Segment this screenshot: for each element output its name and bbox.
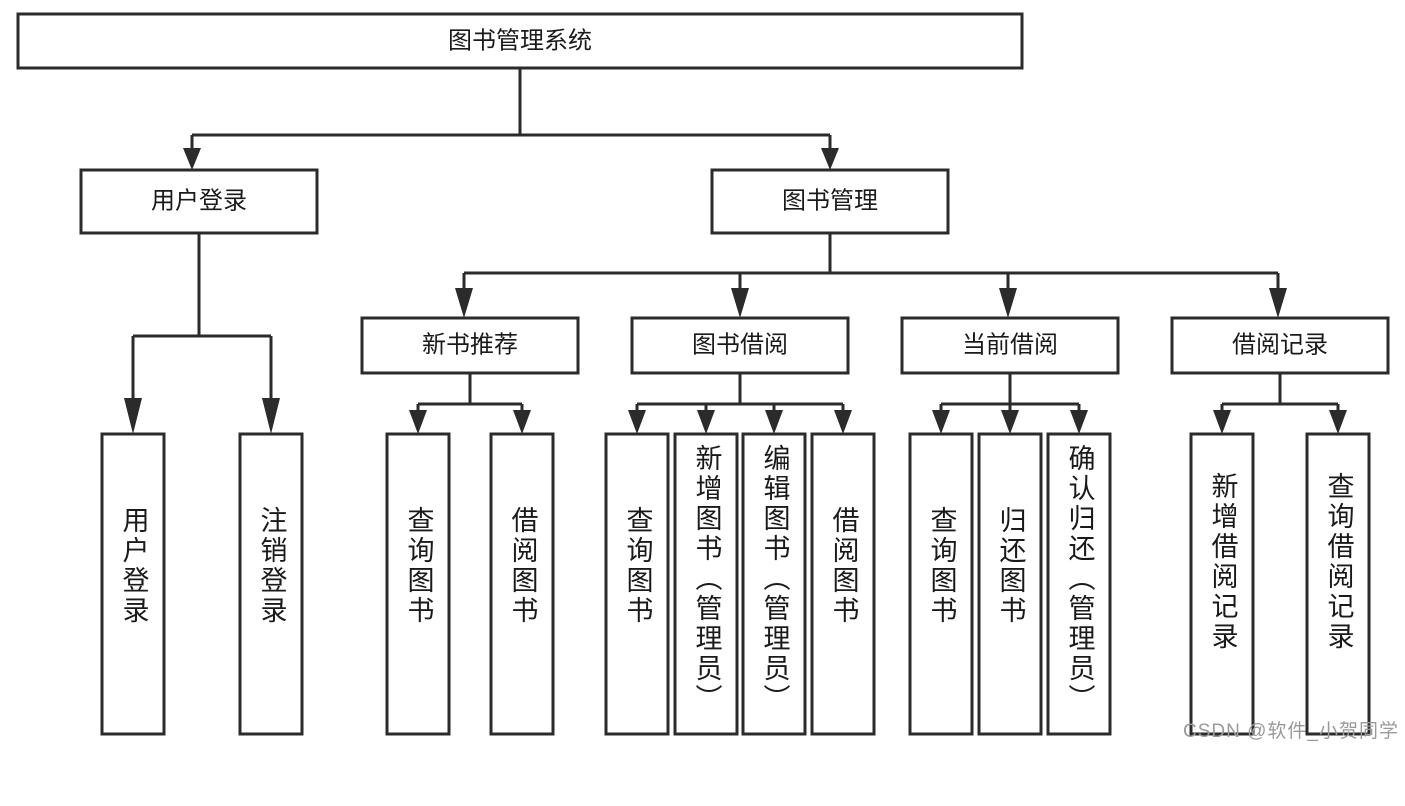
node-root-label: 图书管理系统	[448, 27, 592, 54]
leaf-box-user-login-2[interactable]	[238, 432, 304, 736]
node-current-borrow-label: 当前借阅	[962, 331, 1058, 358]
watermark-text: CSDN @软件_小贺同学	[1183, 721, 1399, 742]
arrowhead-leaf-bookborrow-4	[834, 410, 852, 434]
leaf-box-bookborrow-3[interactable]	[741, 432, 807, 736]
node-new-book-recommend[interactable]: 新书推荐	[360, 316, 580, 375]
node-root[interactable]: 图书管理系统	[16, 12, 1024, 70]
node-new-book-recommend-label: 新书推荐	[422, 331, 518, 358]
node-user-login-label: 用户登录	[151, 187, 247, 214]
leaf-box-borrowrecord-2[interactable]	[1305, 432, 1371, 736]
hierarchy-diagram: 图书管理系统 用户登录 图书管理 新书推荐 图书借阅 当前借阅 借阅记录	[16, 12, 1390, 736]
arrowhead-leaf-user-login-2	[262, 398, 280, 434]
leaf-box-newbook-1[interactable]	[385, 432, 451, 736]
node-book-management-label: 图书管理	[782, 187, 878, 214]
arrowhead-leaf-currentborrow-2	[1001, 410, 1019, 434]
node-borrow-record-box[interactable]	[1170, 316, 1390, 375]
arrowhead-leaf-currentborrow-1	[932, 410, 950, 434]
leaf-box-borrowrecord-1[interactable]	[1189, 432, 1255, 736]
leaf-box-bookborrow-1[interactable]	[604, 432, 670, 736]
node-user-login[interactable]: 用户登录	[79, 168, 319, 235]
connector-layer	[124, 68, 1347, 434]
node-book-management-box[interactable]	[710, 168, 950, 235]
arrowhead-book-borrow	[731, 288, 749, 318]
leaf-box-currentborrow-3[interactable]	[1046, 432, 1112, 736]
node-current-borrow-box[interactable]	[900, 316, 1120, 375]
arrowhead-user-login	[183, 148, 201, 170]
arrowhead-leaf-bookborrow-2	[697, 410, 715, 434]
leaf-box-bookborrow-4[interactable]	[810, 432, 876, 736]
node-book-management[interactable]: 图书管理	[710, 168, 950, 235]
leaf-box-currentborrow-1[interactable]	[908, 432, 974, 736]
leaf-box-bookborrow-2[interactable]	[673, 432, 739, 736]
node-book-borrow-label: 图书借阅	[692, 331, 788, 358]
arrowhead-leaf-bookborrow-1	[628, 410, 646, 434]
arrowhead-borrow-record	[1269, 288, 1287, 318]
node-current-borrow[interactable]: 当前借阅	[900, 316, 1120, 375]
arrowhead-leaf-user-login-1	[124, 398, 142, 434]
node-borrow-record[interactable]: 借阅记录	[1170, 316, 1390, 375]
node-user-login-box[interactable]	[79, 168, 319, 235]
leaf-box-currentborrow-2[interactable]	[977, 432, 1043, 736]
node-book-borrow-box[interactable]	[630, 316, 850, 375]
arrowhead-leaf-currentborrow-3	[1070, 410, 1088, 434]
arrowhead-leaf-borrowrecord-1	[1213, 410, 1231, 434]
arrowhead-new-book	[455, 288, 473, 318]
arrowhead-book-mgmt	[821, 148, 839, 170]
node-new-book-recommend-box[interactable]	[360, 316, 580, 375]
node-book-borrow[interactable]: 图书借阅	[630, 316, 850, 375]
arrowhead-leaf-bookborrow-3	[765, 410, 783, 434]
arrowhead-leaf-newbook-2	[513, 410, 531, 434]
arrowhead-leaf-newbook-1	[409, 410, 427, 434]
leaf-box-user-login-1[interactable]	[100, 432, 166, 736]
leaf-box-newbook-2[interactable]	[489, 432, 555, 736]
node-root-box[interactable]	[16, 12, 1024, 70]
node-borrow-record-label: 借阅记录	[1232, 331, 1328, 358]
arrowhead-current-borrow	[999, 288, 1017, 318]
arrowhead-leaf-borrowrecord-2	[1329, 410, 1347, 434]
